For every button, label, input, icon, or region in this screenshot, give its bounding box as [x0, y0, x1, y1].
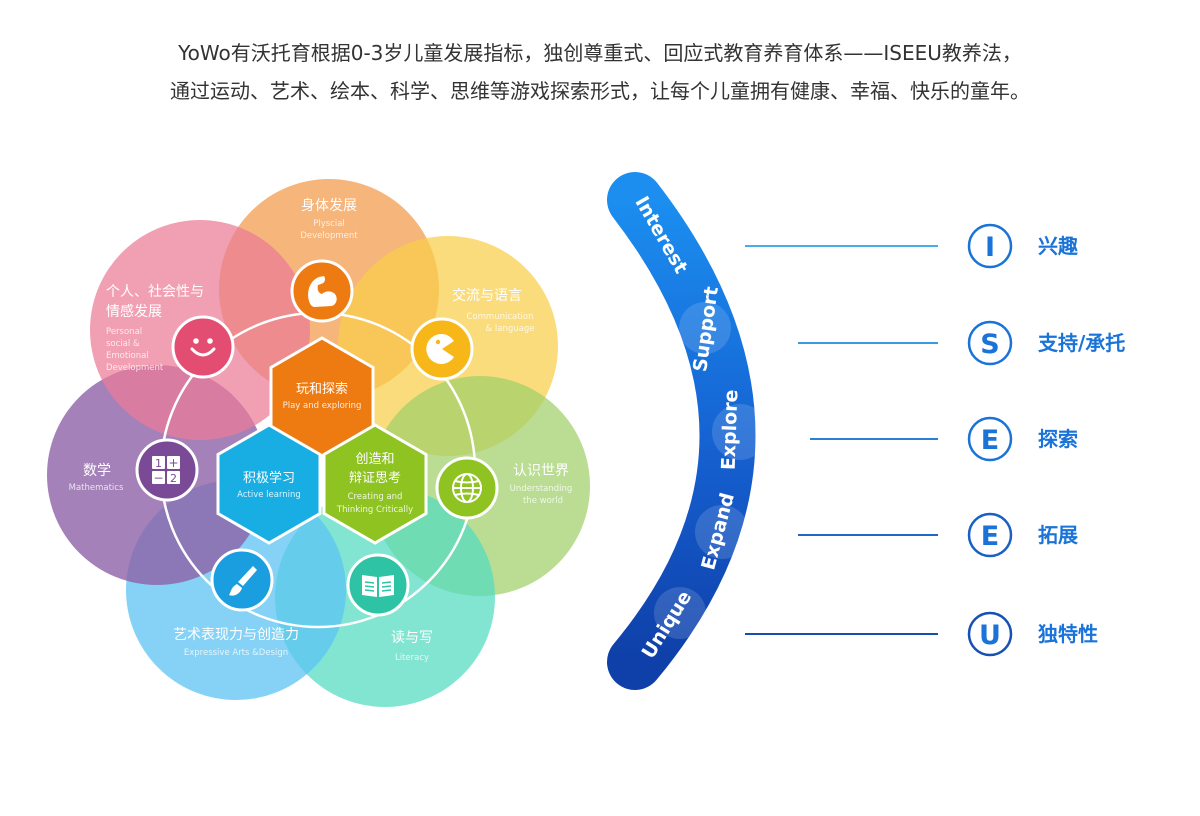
muscle-arm-icon [308, 276, 337, 307]
icon-node-world [435, 456, 499, 520]
hex-active-sub: Active learning [237, 490, 301, 500]
calc-one: 1 [155, 457, 162, 470]
hex-creating-sub-2: Thinking Critically [336, 505, 413, 515]
icon-node-communication [410, 317, 474, 381]
calc-minus: − [153, 471, 163, 485]
hex-creating-thinking [322, 423, 428, 545]
row-letter-u: U [979, 620, 1001, 651]
petal-labels: 身体发展 Plyscial Development 交流与语言 Communic… [69, 198, 573, 663]
petal-sub-math: Mathematics [69, 483, 124, 493]
icon-node-arts [210, 548, 274, 612]
row-label-unique: 独特性 [1038, 622, 1098, 646]
pacman-icon [426, 334, 454, 365]
row-letter-e-1: E [981, 425, 999, 456]
row-label-expand: 拓展 [1038, 523, 1078, 547]
hex-active-learning [216, 423, 322, 545]
arc-segment-support [679, 302, 731, 354]
hex-creating-sub-1: Creating and [348, 492, 403, 502]
petal-label-literacy: 读与写 [391, 629, 433, 646]
letter-circle [967, 416, 1013, 462]
globe-icon [452, 473, 482, 503]
petal-sub-world-1: Understanding [510, 484, 573, 494]
hex-play-title: 玩和探索 [296, 382, 348, 397]
arc-segment-explore [712, 404, 768, 460]
petal-sub-arts: Expressive Arts &Design [184, 648, 288, 658]
row-unique: U 独特性 [745, 611, 1098, 657]
icon-node-math: 1 + − 2 [135, 438, 199, 502]
hex-play-exploring [269, 336, 375, 458]
petal-sub-communication-2: & language [486, 324, 535, 334]
hexagon-cluster: 玩和探索 Play and exploring 积极学习 Active lear… [216, 336, 428, 545]
hex-creating-title-1: 创造和 [355, 452, 394, 467]
book-icon [362, 575, 394, 597]
row-label-explore: 探索 [1038, 427, 1078, 451]
petal-label-physical: 身体发展 [301, 198, 357, 214]
arc-segment-expand [695, 505, 749, 559]
petal-sub-personal-4: Development [106, 363, 164, 373]
intro-text: YoWo有沃托育根据0-3岁儿童发展指标，独创尊重式、回应式教育养育体系——IS… [0, 34, 1200, 110]
intro-line-1: YoWo有沃托育根据0-3岁儿童发展指标，独创尊重式、回应式教育养育体系——IS… [178, 41, 1022, 65]
arc-word-explore: Explore [718, 389, 743, 470]
paintbrush-icon [229, 566, 257, 596]
arc-segment-unique [654, 587, 706, 639]
row-support: S 支持/承托 [798, 320, 1125, 366]
calculator-icon: 1 + − 2 [152, 456, 180, 485]
row-expand: E 拓展 [798, 512, 1078, 558]
row-letter-e-2: E [981, 521, 999, 552]
arc-band [607, 172, 756, 690]
row-letter-s: S [980, 329, 999, 360]
letter-circle [967, 611, 1013, 657]
row-label-interest: 兴趣 [1038, 234, 1079, 258]
petal-sub-world-2: the world [523, 496, 563, 506]
icon-node-personal [171, 315, 235, 379]
petal-sub-physical-2: Development [300, 231, 358, 241]
petal-sub-communication-1: Communication [467, 312, 534, 322]
icon-node-literacy [346, 553, 410, 617]
row-letter-i: I [985, 232, 995, 263]
icon-node-physical [290, 259, 354, 323]
hex-creating-title-2: 辩证思考 [349, 471, 401, 486]
petal-sub-literacy: Literacy [395, 653, 429, 663]
calc-two: 2 [170, 472, 177, 485]
row-interest: I 兴趣 [745, 223, 1079, 269]
petal-label-personal-2: 情感发展 [106, 303, 162, 320]
calc-plus: + [168, 456, 178, 470]
row-explore: E 探索 [810, 416, 1078, 462]
petal-sub-personal-3: Emotional [106, 351, 149, 361]
hex-play-sub: Play and exploring [283, 401, 362, 411]
petal-label-math: 数学 [83, 463, 111, 479]
letter-circle [967, 320, 1013, 366]
petal-label-world: 认识世界 [513, 463, 569, 479]
petal-label-communication: 交流与语言 [452, 287, 522, 304]
petal-sub-personal-1: Personal [106, 327, 142, 337]
petal-label-personal-1: 个人、社会性与 [106, 284, 204, 300]
letter-circle [967, 512, 1013, 558]
row-label-support: 支持/承托 [1038, 331, 1125, 355]
petal-label-arts: 艺术表现力与创造力 [173, 627, 299, 643]
iseeu-arc: Interest Support Explore Expand Unique [607, 172, 768, 690]
petal-sub-physical-1: Plyscial [313, 219, 345, 229]
petal-sub-personal-2: social & [106, 339, 140, 349]
hex-active-title: 积极学习 [243, 470, 295, 486]
intro-line-2: 通过运动、艺术、绘本、科学、思维等游戏探索形式，让每个儿童拥有健康、幸福、快乐的… [170, 79, 1030, 103]
smiley-face-icon [190, 338, 216, 357]
iseeu-rows: I 兴趣 S 支持/承托 E 探索 E 拓展 U 独特性 [745, 223, 1125, 657]
letter-circle [967, 223, 1013, 269]
